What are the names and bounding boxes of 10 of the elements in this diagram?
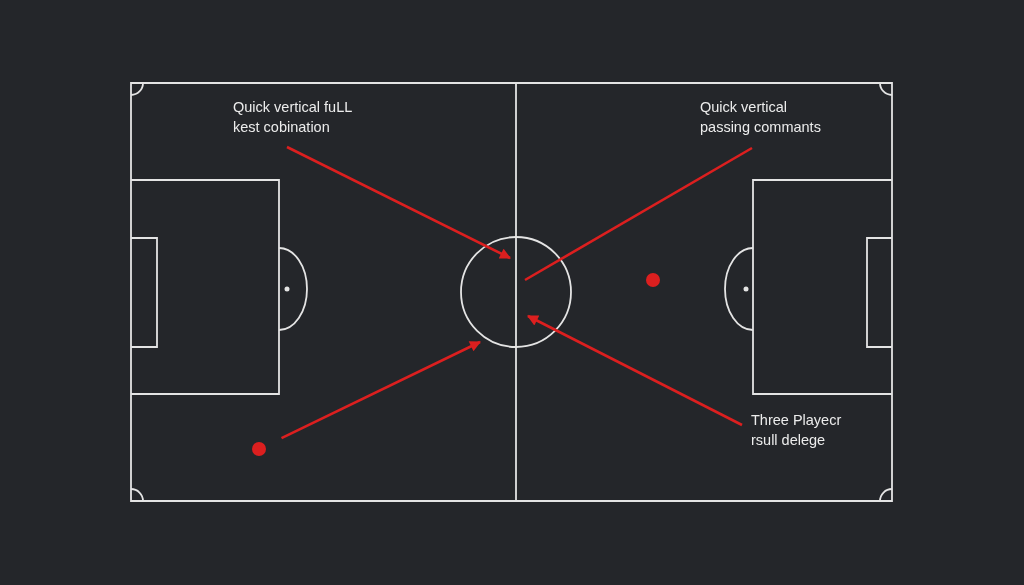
center-circle (460, 236, 572, 348)
pass-arrow (280, 340, 481, 440)
pass-arrow (286, 145, 511, 260)
pass-arrow (527, 314, 743, 427)
callout-label: Quick vertical passing commants (700, 97, 822, 137)
player-marker-icon (646, 273, 660, 287)
pass-line (524, 146, 753, 282)
player-marker-icon (252, 442, 266, 456)
callout-label: Quick vertical fuLL kest cobination (233, 97, 353, 137)
callout-label: Three Playecr rsull delege (751, 410, 843, 450)
